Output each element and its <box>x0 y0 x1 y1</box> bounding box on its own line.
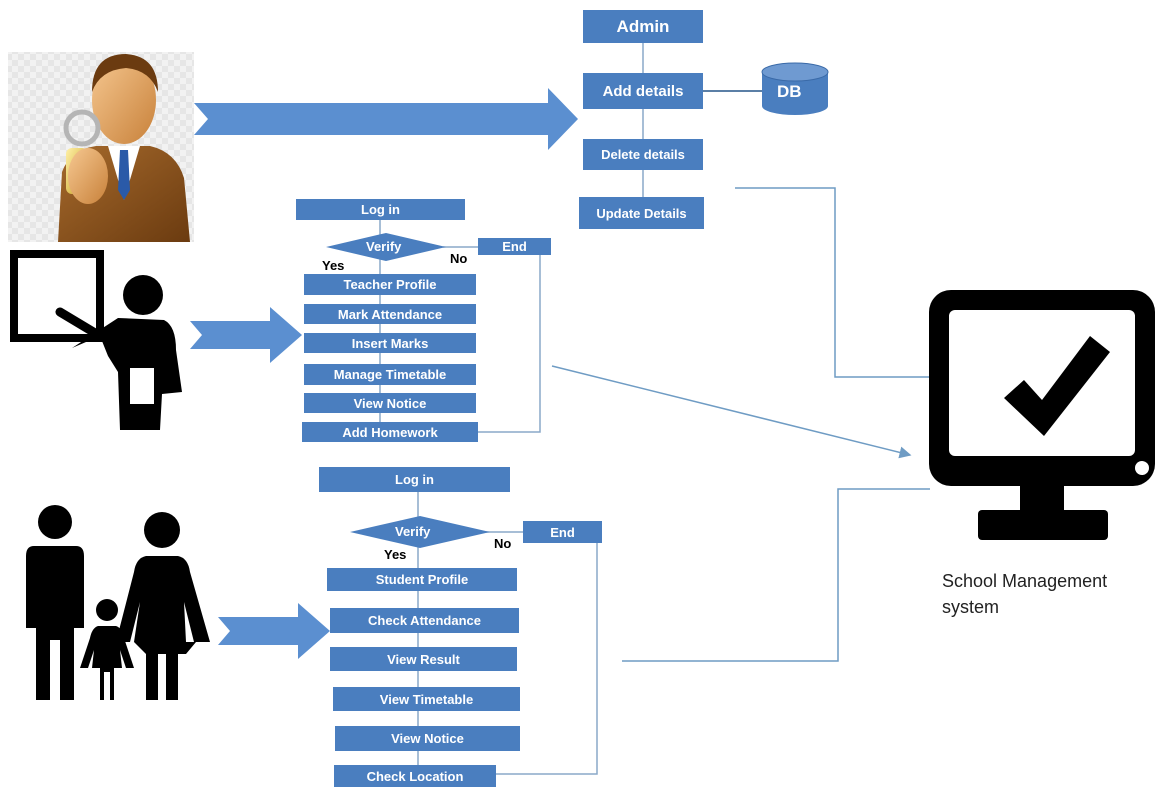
parent-end-box: End <box>523 521 602 543</box>
admin-title-box: Admin <box>583 10 703 43</box>
admin-flow-arrow <box>194 88 578 150</box>
db-label: DB <box>777 82 802 101</box>
admin-step-delete-details: Delete details <box>583 139 703 170</box>
teacher-end-box: End <box>478 238 551 255</box>
monitor-checkmark-icon <box>929 290 1155 540</box>
teacher-verify-label: Verify <box>366 239 402 254</box>
teacher-flow-arrow <box>190 307 302 363</box>
parent-step-view-timetable: View Timetable <box>333 687 520 711</box>
teacher-at-board-icon <box>10 250 182 430</box>
teacher-step-add-homework: Add Homework <box>302 422 478 442</box>
parent-step-check-location: Check Location <box>334 765 496 787</box>
teacher-step-insert-marks: Insert Marks <box>304 333 476 353</box>
family-icon <box>26 505 210 700</box>
parent-verify-diamond <box>350 516 490 548</box>
system-caption: School Management system <box>942 568 1107 620</box>
system-caption-line2: system <box>942 597 1000 617</box>
teacher-step-manage-timetable: Manage Timetable <box>304 364 476 385</box>
parent-to-system-line <box>622 488 930 662</box>
teacher-step-mark-attendance: Mark Attendance <box>304 304 476 324</box>
parent-step-view-result: View Result <box>330 647 517 671</box>
teacher-yes-label: Yes <box>322 258 345 273</box>
database-icon <box>761 62 829 115</box>
teacher-no-label: No <box>450 251 468 266</box>
admin-step-add-details: Add details <box>583 73 703 109</box>
system-caption-line1: School Management <box>942 571 1108 591</box>
parent-yes-label: Yes <box>384 547 407 562</box>
parent-step-view-notice: View Notice <box>335 726 520 751</box>
parent-no-label: No <box>494 536 512 551</box>
teacher-to-system-line <box>551 365 912 459</box>
teacher-login-box: Log in <box>296 199 465 220</box>
parent-step-check-attendance: Check Attendance <box>330 608 519 633</box>
admin-to-system-line <box>735 187 930 378</box>
parent-step-student-profile: Student Profile <box>327 568 517 591</box>
parent-return-line <box>496 543 598 775</box>
teacher-return-line <box>478 255 541 433</box>
admin-step-update-details: Update Details <box>579 197 704 229</box>
admin-person-with-key-icon <box>8 52 194 242</box>
teacher-step-profile: Teacher Profile <box>304 274 476 295</box>
parent-login-box: Log in <box>319 467 510 492</box>
parent-verify-label: Verify <box>395 524 431 539</box>
teacher-step-view-notice: View Notice <box>304 393 476 413</box>
parent-flow-arrow <box>218 603 330 659</box>
teacher-verify-diamond <box>326 233 446 261</box>
